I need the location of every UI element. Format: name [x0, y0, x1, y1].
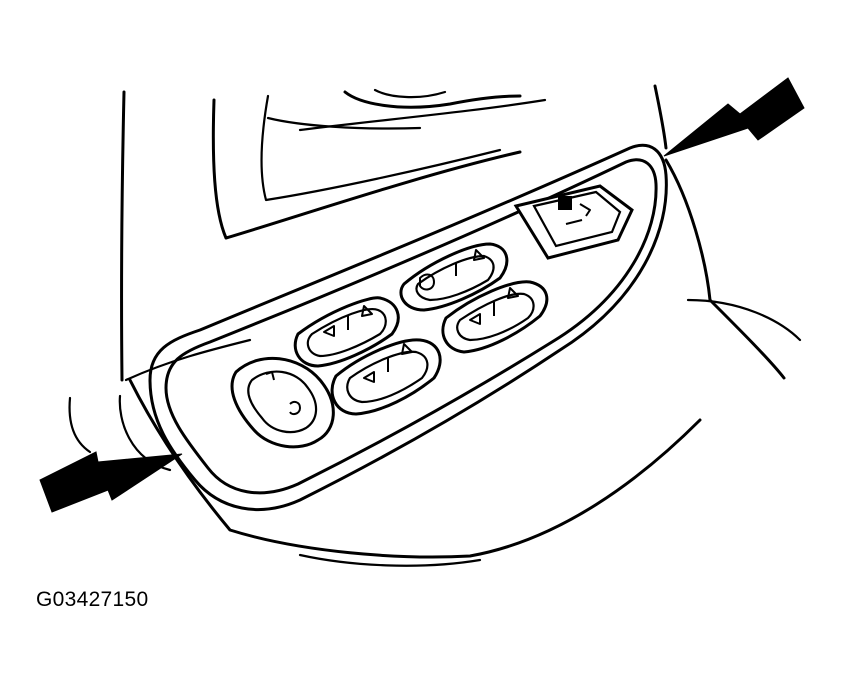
window-up-icon	[361, 305, 373, 317]
window-switch-front-left[interactable]	[330, 338, 442, 416]
figure-id-label: G03427150	[36, 588, 149, 611]
mirror-selector-icon	[558, 196, 572, 210]
pointer-arrow-icon	[39, 451, 183, 513]
pointer-arrow-icon	[663, 77, 805, 157]
window-switch-front-right[interactable]	[441, 280, 549, 354]
window-up-icon	[401, 343, 413, 355]
window-down-icon	[469, 313, 481, 325]
lock-icon	[265, 371, 275, 381]
door-trim-outline	[68, 84, 802, 567]
mirror-control-switch[interactable]	[513, 184, 634, 260]
callout-arrow-lower	[39, 451, 183, 513]
switch-bezel	[148, 143, 668, 511]
door-panel-illustration	[39, 77, 805, 567]
unlock-icon	[289, 400, 301, 416]
window-up-icon	[473, 249, 485, 261]
mirror-direction-icon	[579, 203, 591, 217]
door-lock-switch[interactable]	[230, 356, 335, 449]
window-up-icon	[507, 287, 519, 299]
window-down-icon	[323, 325, 335, 337]
window-switch-rear-left[interactable]	[293, 296, 400, 368]
callout-arrow-upper	[663, 77, 805, 157]
window-switch-rear-right[interactable]	[399, 242, 509, 312]
lock-out-icon	[419, 273, 435, 291]
window-down-icon	[363, 371, 375, 383]
